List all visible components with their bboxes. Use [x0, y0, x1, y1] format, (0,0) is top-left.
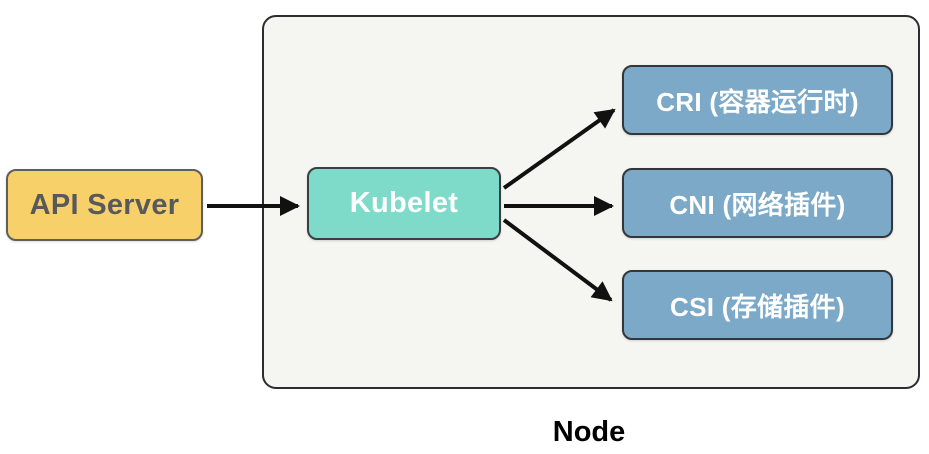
cni-node: CNI (网络插件) — [622, 168, 893, 238]
csi-label: CSI (存储插件) — [670, 291, 845, 322]
node-container-label: Node — [552, 416, 626, 448]
cri-node: CRI (容器运行时) — [622, 65, 893, 135]
csi-node: CSI (存储插件) — [622, 270, 893, 340]
kubelet-node: Kubelet — [307, 167, 501, 240]
kubelet-label: Kubelet — [349, 187, 459, 219]
api-server-node: API Server — [6, 169, 203, 241]
api-server-label: API Server — [29, 188, 180, 221]
cni-label: CNI (网络插件) — [669, 189, 846, 220]
cri-label: CRI (容器运行时) — [656, 86, 859, 117]
